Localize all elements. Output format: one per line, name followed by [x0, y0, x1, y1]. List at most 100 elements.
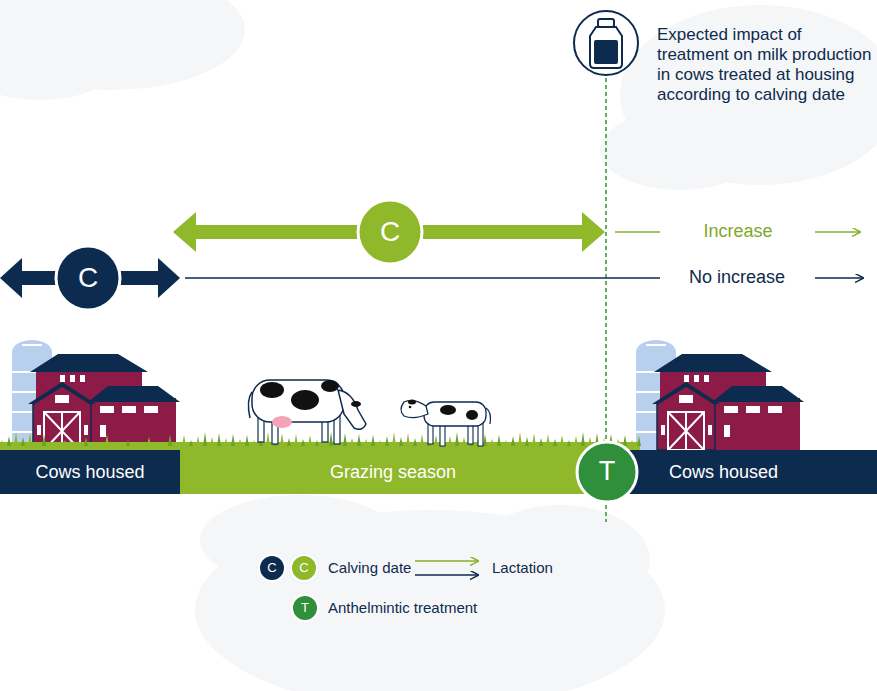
calf-part	[409, 406, 412, 409]
grass-tuft	[350, 438, 354, 446]
grass-tuft	[581, 432, 585, 446]
season-band: Grazing season	[180, 450, 606, 494]
outcome-label: No increase	[685, 267, 789, 288]
outcome-label: Increase	[699, 221, 776, 242]
grass-tuft	[357, 434, 361, 446]
grass-tuft	[7, 436, 11, 446]
lactation-line-no-increase-part	[815, 277, 863, 279]
grass-tuft	[511, 436, 515, 446]
calving-date-circle-shape	[358, 200, 422, 264]
grass-tuft	[238, 439, 242, 446]
legend-samples-part	[291, 555, 317, 581]
calving-date-circle-shape	[56, 246, 120, 310]
circle-letter: T	[599, 456, 616, 487]
grass-tuft	[280, 433, 284, 446]
milk-icon-part	[598, 19, 614, 27]
cow-part	[272, 416, 292, 428]
cow-part	[321, 380, 339, 392]
grass-tuft	[553, 439, 557, 446]
grass-tuft	[196, 436, 200, 446]
calf-part	[408, 400, 416, 405]
grass-tuft	[231, 434, 235, 446]
legend-text: Anthelmintic treatment	[328, 599, 477, 617]
season-band: Cows housed	[0, 450, 180, 494]
grass-tuft	[266, 432, 270, 446]
cloud-background-part	[0, 40, 110, 100]
milk-icon	[574, 11, 638, 75]
grass-tuft	[147, 437, 151, 446]
grass	[0, 432, 641, 452]
grass-tuft	[637, 436, 641, 446]
grass-tuft	[252, 440, 256, 446]
cow-part	[291, 390, 319, 410]
callout-note: Expected impact of treatment on milk pro…	[657, 25, 872, 105]
lactation-line-increase-part	[615, 231, 660, 233]
cow	[248, 380, 366, 444]
grass-tuft	[525, 437, 529, 446]
cow-part	[248, 392, 252, 418]
calf-part	[466, 410, 478, 420]
grass-tuft	[203, 432, 207, 446]
calf-part	[440, 405, 456, 415]
treatment-circle: T	[575, 440, 639, 504]
grass-tuft	[532, 433, 536, 446]
grass-tuft	[392, 432, 396, 446]
calf-part	[486, 408, 491, 424]
grass-tuft	[21, 437, 25, 446]
band-label: Cows housed	[35, 462, 144, 483]
grass-tuft	[315, 440, 319, 446]
grass-tuft	[420, 434, 424, 446]
grass-tuft	[455, 432, 459, 446]
grass-tuft	[126, 440, 130, 446]
cow-part	[252, 380, 344, 422]
grass-tuft	[434, 435, 438, 446]
grass-tuft	[42, 434, 46, 446]
grass-tuft	[182, 435, 186, 446]
grass-tuft	[168, 434, 172, 446]
circle-letter: C	[78, 262, 98, 294]
legend-letter: C	[299, 560, 308, 575]
grass-tuft	[63, 440, 67, 446]
lactation-period-arrow-navy	[0, 258, 180, 298]
grass-tuft	[574, 436, 578, 446]
grass-tuft	[623, 435, 627, 446]
grass-tuft	[504, 440, 508, 446]
grass-tuft	[483, 434, 487, 446]
milk-icon-part	[574, 11, 638, 75]
calving-date-circle: C	[356, 198, 424, 266]
grass-tuft	[224, 438, 228, 446]
grass-tuft	[630, 440, 634, 446]
grass-tuft	[364, 439, 368, 446]
calf-part	[424, 402, 486, 426]
grass-tuft	[308, 435, 312, 446]
legend-text: Lactation	[492, 559, 553, 577]
grass-tuft	[28, 433, 32, 446]
grass-tuft	[378, 440, 382, 446]
lactation-period-arrow-navy-part	[0, 258, 22, 298]
grass-tuft	[385, 436, 389, 446]
calf	[401, 400, 491, 447]
grass-tuft	[14, 432, 18, 446]
milk-icon-part	[590, 27, 622, 68]
legend-samples-part	[415, 574, 478, 576]
legend-samples-part	[259, 555, 285, 581]
lactation-line-increase-part	[815, 231, 860, 233]
legend-samples-part	[415, 560, 478, 562]
grass-tuft	[343, 433, 347, 446]
grass-tuft	[301, 439, 305, 446]
grass-tuft	[210, 437, 214, 446]
lactation-period-arrow-green	[173, 212, 605, 252]
grass-tuft	[105, 434, 109, 446]
lactation-line-no-increase-part	[185, 277, 660, 278]
barn-left	[12, 340, 180, 450]
treatment-circle-shape	[577, 442, 637, 502]
grass-tuft	[406, 433, 410, 446]
grass-tuft	[546, 434, 550, 446]
grass-tuft	[287, 438, 291, 446]
grass-tuft	[294, 434, 298, 446]
cloud-background-part	[470, 505, 650, 615]
grass-tuft	[0, 440, 4, 446]
grass-tuft	[462, 437, 466, 446]
